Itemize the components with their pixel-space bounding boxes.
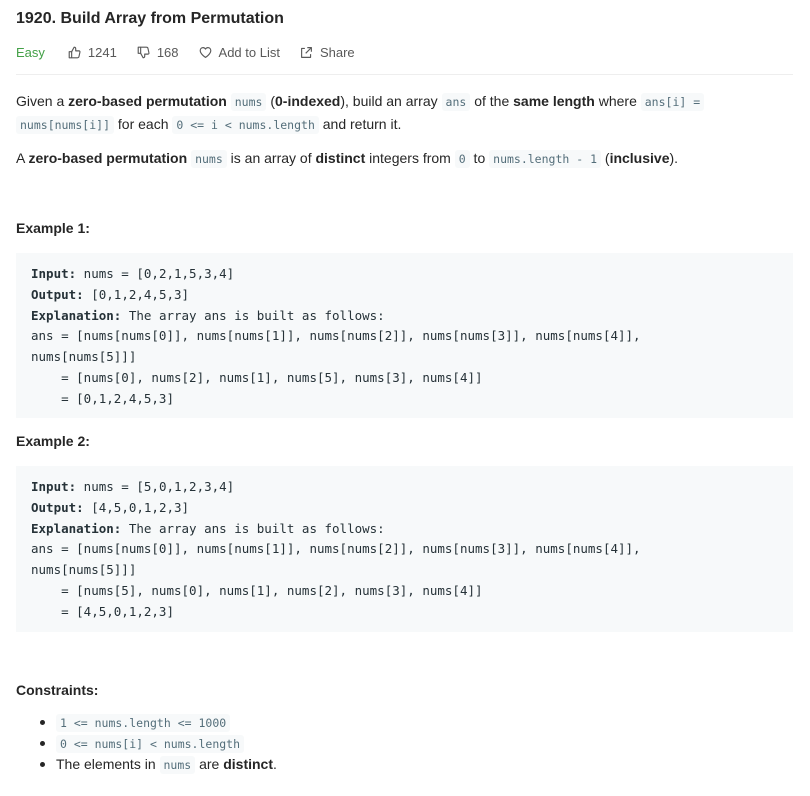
like-count: 1241 [87, 44, 117, 60]
description-paragraph-1: Given a zero-based permutation nums (0-i… [16, 90, 776, 136]
inline-code: nums.length - 1 [489, 150, 601, 168]
problem-meta-bar: Easy 1241 168 Add to List [16, 43, 375, 61]
text-span: and return it. [318, 116, 402, 132]
dislike-count: 168 [156, 44, 179, 60]
example-explanation-line: Explanation: The array ans is built as f… [31, 519, 778, 540]
thumbs-down-icon [137, 46, 150, 58]
example-output-line: Output: [0,1,2,4,5,3] [31, 285, 778, 306]
input-label: Input: [31, 479, 77, 494]
bold-text: distinct [315, 150, 366, 166]
example-explanation-detail: ans = [nums[nums[0]], nums[nums[1]], num… [31, 328, 641, 344]
add-to-list-button[interactable]: Add to List [199, 45, 280, 60]
explanation-value: The array ans is built as follows: [121, 307, 393, 323]
text-span: . [273, 756, 277, 772]
problem-title: 1920. Build Array from Permutation [16, 10, 284, 27]
input-label: Input: [31, 266, 77, 281]
example-explanation-detail: nums[nums[5]]] [31, 562, 137, 578]
inline-code: 0 <= nums[i] < nums.length [56, 735, 245, 753]
example-explanation-line: Explanation: The array ans is built as f… [31, 306, 778, 327]
list-item: 1 <= nums.length <= 1000 [16, 712, 277, 733]
example-explanation-detail: ans = [nums[nums[0]], nums[nums[1]], num… [31, 541, 641, 557]
input-value: nums = [0,2,1,5,3,4] [76, 266, 235, 281]
bold-text: 0-indexed [275, 93, 341, 109]
example-2-block: Input: nums = [5,0,1,2,3,4] Output: [4,5… [16, 466, 793, 632]
example-explanation-detail: nums[nums[5]]] [31, 349, 137, 365]
output-value: [4,5,0,1,2,3] [83, 499, 190, 515]
output-value: [0,1,2,4,5,3] [83, 286, 190, 302]
bold-text: same length [513, 93, 595, 109]
text-span: ( [601, 150, 610, 166]
share-icon [301, 46, 312, 58]
text-span: of the [470, 93, 514, 109]
inline-code: nums[nums[i]] [16, 116, 115, 134]
text-span: ). [669, 150, 679, 166]
inline-code: nums [230, 93, 267, 111]
bold-text: zero-based permutation [68, 93, 227, 109]
example-explanation-detail: = [nums[5], nums[0], nums[1], nums[2], n… [31, 582, 483, 598]
heart-icon [199, 46, 211, 58]
example-input-line: Input: nums = [5,0,1,2,3,4] [31, 477, 778, 498]
text-span: are [195, 756, 224, 772]
explanation-label: Explanation: [31, 520, 122, 536]
dislike-button[interactable]: 168 [137, 45, 179, 60]
bold-text: zero-based permutation [28, 150, 188, 166]
inline-code: ans[i] = [640, 93, 705, 111]
inline-code: nums [159, 756, 196, 774]
text-span: integers from [365, 150, 455, 166]
inline-code: 1 <= nums.length <= 1000 [56, 714, 231, 732]
list-item: The elements in nums are distinct. [16, 754, 277, 775]
text-span: to [469, 150, 490, 166]
constraints-list: 1 <= nums.length <= 1000 0 <= nums[i] < … [16, 712, 277, 775]
bold-text: inclusive [609, 150, 670, 166]
inline-code: ans [441, 93, 471, 111]
example-1-block: Input: nums = [0,2,1,5,3,4] Output: [0,1… [16, 253, 793, 418]
explanation-label: Explanation: [31, 307, 122, 323]
output-label: Output: [31, 286, 84, 302]
example-explanation-detail: = [4,5,0,1,2,3] [31, 603, 174, 619]
list-item: 0 <= nums[i] < nums.length [16, 733, 277, 754]
inline-code: 0 <= i < nums.length [172, 116, 319, 134]
add-to-list-label: Add to List [218, 44, 280, 60]
text-span: Given a [16, 93, 69, 109]
example-1-heading: Example 1: [16, 220, 90, 236]
text-span: is an array of [226, 150, 316, 166]
explanation-value: The array ans is built as follows: [121, 520, 385, 536]
share-label: Share [319, 44, 355, 60]
thumbs-up-icon [68, 46, 81, 58]
bold-text: distinct [223, 756, 273, 772]
inline-code: nums [191, 150, 227, 168]
text-span: ( [266, 93, 275, 109]
like-button[interactable]: 1241 [68, 45, 117, 60]
example-output-line: Output: [4,5,0,1,2,3] [31, 498, 778, 519]
description-paragraph-2: A zero-based permutation nums is an arra… [16, 147, 776, 170]
text-span: where [594, 93, 641, 109]
example-2-heading: Example 2: [16, 433, 90, 449]
output-label: Output: [31, 499, 84, 515]
share-button[interactable]: Share [300, 45, 355, 60]
text-span: ), build an array [340, 93, 442, 109]
text-span: for each [114, 116, 173, 132]
example-input-line: Input: nums = [0,2,1,5,3,4] [31, 264, 778, 285]
example-explanation-detail: = [nums[0], nums[2], nums[1], nums[5], n… [31, 369, 483, 385]
text-span: A [16, 150, 29, 166]
text-span: The elements in [56, 756, 160, 772]
example-explanation-detail: = [0,1,2,4,5,3] [31, 390, 174, 406]
header-divider [16, 74, 793, 75]
constraints-heading: Constraints: [16, 682, 99, 698]
inline-code: 0 [454, 150, 470, 168]
difficulty-badge: Easy [16, 44, 45, 60]
input-value: nums = [5,0,1,2,3,4] [76, 479, 235, 494]
